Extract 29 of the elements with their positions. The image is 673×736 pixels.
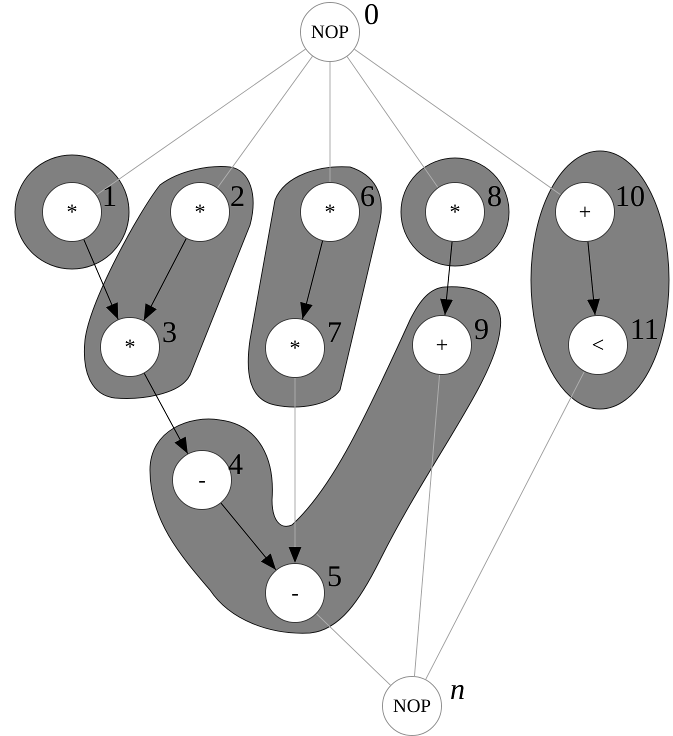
node-number: 3	[162, 318, 177, 348]
node-number: 8	[487, 182, 502, 212]
node-number: n	[450, 675, 465, 705]
node-number: 10	[615, 182, 645, 212]
arrow	[440, 241, 453, 316]
node-number: 9	[474, 315, 489, 345]
connector-line	[217, 56, 313, 188]
operation-circle: NOP	[382, 676, 442, 736]
node-number: 6	[360, 182, 375, 212]
connector-line	[316, 613, 391, 686]
node-number: 11	[630, 315, 659, 345]
connector-line	[414, 374, 440, 677]
arrow	[220, 502, 276, 570]
node-number: 7	[327, 318, 342, 348]
node-number: 1	[102, 182, 117, 212]
operation-circle: NOP	[300, 2, 360, 62]
connector-line	[425, 371, 585, 680]
node-number: 0	[364, 0, 379, 30]
arrow	[143, 238, 187, 321]
arrow	[83, 239, 119, 320]
connector-line	[346, 56, 438, 188]
node-number: 2	[230, 182, 245, 212]
connector-line	[354, 48, 561, 196]
arrow	[144, 372, 188, 454]
node-number: 5	[327, 562, 342, 592]
arrow	[587, 241, 600, 316]
arrow	[288, 378, 302, 564]
arrow	[300, 240, 324, 320]
connector-line	[96, 48, 306, 196]
